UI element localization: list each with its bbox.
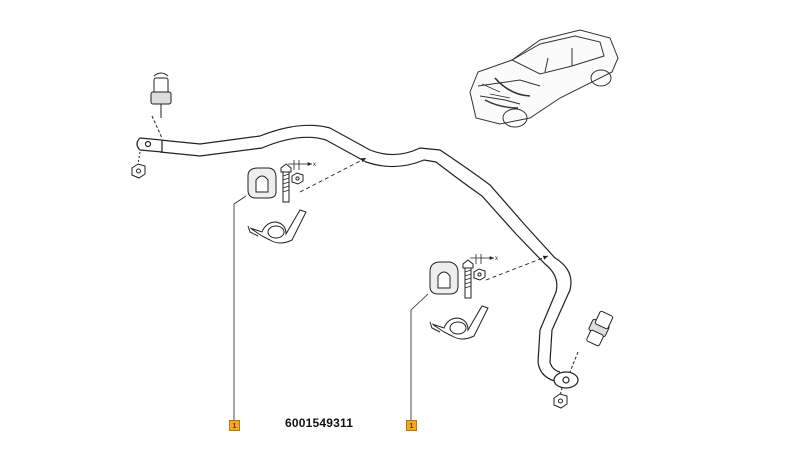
callout-badge-1[interactable]: 1 xyxy=(229,420,240,431)
dimension-mark-left xyxy=(288,160,312,170)
dimension-label-left: x xyxy=(313,162,316,168)
assembly-arrows xyxy=(299,157,549,281)
dimension-label-right: x xyxy=(495,256,498,262)
bolt-left xyxy=(280,163,292,203)
dimension-mark-right xyxy=(470,254,494,264)
nut-right-bolt xyxy=(473,268,486,281)
mounting-clamp-right xyxy=(429,305,489,340)
part-number-label: 6001549311 xyxy=(285,416,354,430)
callout-leaders xyxy=(233,195,429,420)
link-rod-left xyxy=(150,72,172,139)
callout-badge-2[interactable]: 1 xyxy=(406,420,417,431)
rubber-bushing-left xyxy=(247,167,277,199)
nut-left-bolt xyxy=(291,172,304,185)
nut-left xyxy=(131,151,146,179)
nut-right xyxy=(553,387,568,409)
bolt-right xyxy=(462,259,474,299)
car-sedan-icon xyxy=(469,29,619,128)
stabilizer-bar xyxy=(136,124,579,389)
link-rod-right xyxy=(569,310,614,373)
mounting-clamp-left xyxy=(247,209,307,244)
rubber-bushing-right xyxy=(429,261,459,295)
